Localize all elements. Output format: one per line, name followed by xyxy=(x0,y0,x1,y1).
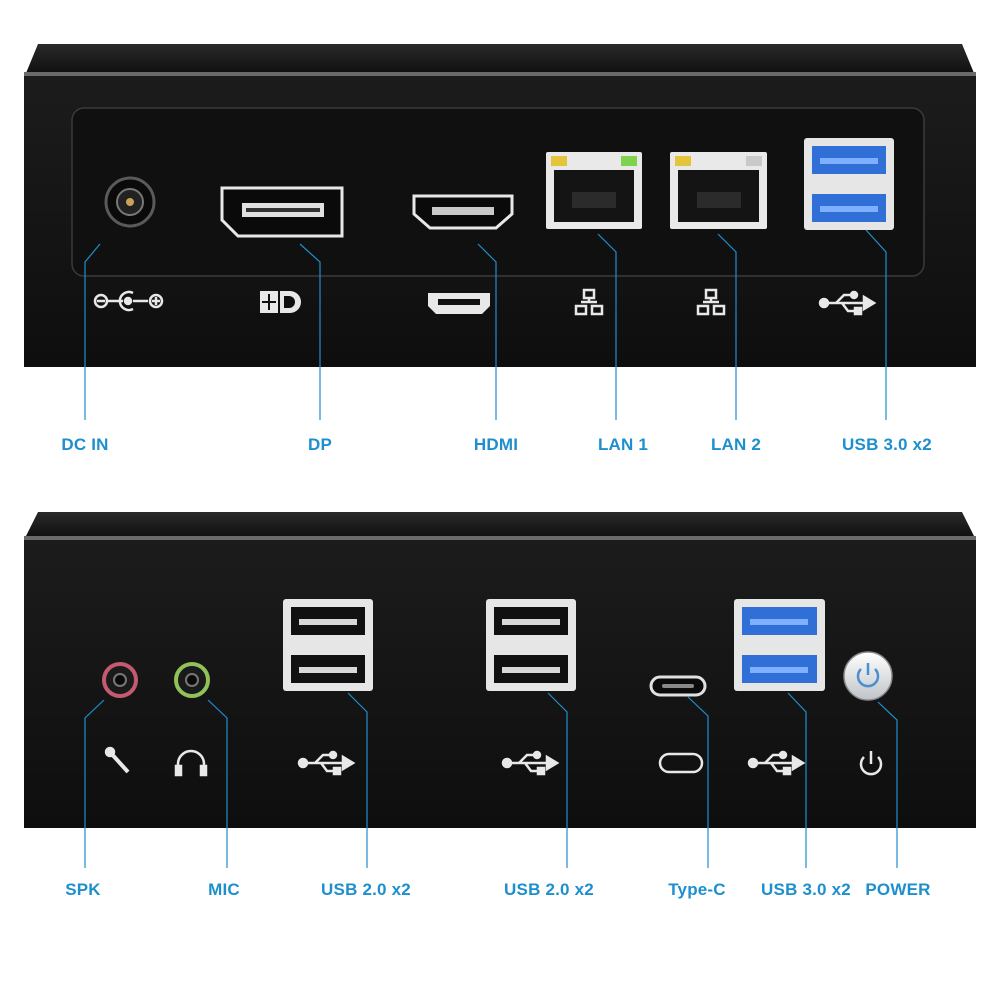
leader-power xyxy=(877,701,898,868)
microphone-icon xyxy=(104,746,130,774)
back-usb30-ports xyxy=(804,138,894,230)
label-usb20-b: USB 2.0 x2 xyxy=(504,880,594,899)
headphone-icon xyxy=(174,749,208,777)
usb-icon-back xyxy=(818,290,877,316)
label-mic: MIC xyxy=(208,880,240,899)
label-dc-in: DC IN xyxy=(61,435,109,454)
back-io-plate xyxy=(71,107,925,277)
label-spk: SPK xyxy=(65,880,101,899)
network-icon-1 xyxy=(574,288,604,316)
network-icon-2 xyxy=(696,288,726,316)
usb-icon-front-3 xyxy=(747,750,806,776)
front-usb30-ports xyxy=(734,599,825,691)
label-typec: Type-C xyxy=(668,880,726,899)
label-hdmi: HDMI xyxy=(473,435,519,454)
hdmi-icon xyxy=(428,293,490,314)
speaker-jack xyxy=(102,662,138,698)
leader-dp xyxy=(299,243,321,420)
typec-icon xyxy=(658,752,704,774)
lan1-port xyxy=(546,152,642,229)
leader-dc-in xyxy=(84,243,101,420)
leader-typec xyxy=(687,696,709,868)
usb-icon-front-2 xyxy=(501,750,560,776)
label-usb30-front: USB 3.0 x2 xyxy=(761,880,851,899)
usb-icon-front-1 xyxy=(297,750,356,776)
displayport-port xyxy=(220,186,344,238)
displayport-icon xyxy=(260,291,301,313)
power-icon xyxy=(859,751,883,776)
front-usb20-ports-b xyxy=(486,599,576,691)
hdmi-port xyxy=(412,194,514,230)
dc-in-port xyxy=(104,176,156,228)
label-usb20-a: USB 2.0 x2 xyxy=(321,880,411,899)
leader-lan1 xyxy=(597,233,617,420)
leader-usb30-back xyxy=(865,229,887,420)
leader-hdmi xyxy=(477,243,497,420)
label-lan2: LAN 2 xyxy=(710,435,762,454)
leader-mic xyxy=(207,699,228,868)
front-panel xyxy=(24,512,976,828)
mic-jack xyxy=(174,662,210,698)
leader-spk xyxy=(84,699,105,868)
lan2-port xyxy=(670,152,767,229)
leader-lines xyxy=(84,229,898,868)
leader-usb30-front xyxy=(787,692,807,868)
leader-usb20-a xyxy=(347,692,368,868)
label-lan1: LAN 1 xyxy=(597,435,649,454)
label-power: POWER xyxy=(865,880,931,899)
power-button xyxy=(843,651,893,701)
leader-lan2 xyxy=(717,233,737,420)
back-panel xyxy=(24,44,976,367)
leader-usb20-b xyxy=(547,692,568,868)
front-usb20-ports-a xyxy=(283,599,373,691)
typec-port xyxy=(649,675,707,697)
dc-polarity-icon xyxy=(93,290,164,312)
front-chassis-top xyxy=(24,512,976,540)
back-chassis-top xyxy=(24,44,976,78)
label-dp: DP xyxy=(307,435,333,454)
label-usb30-back: USB 3.0 x2 xyxy=(842,435,932,454)
